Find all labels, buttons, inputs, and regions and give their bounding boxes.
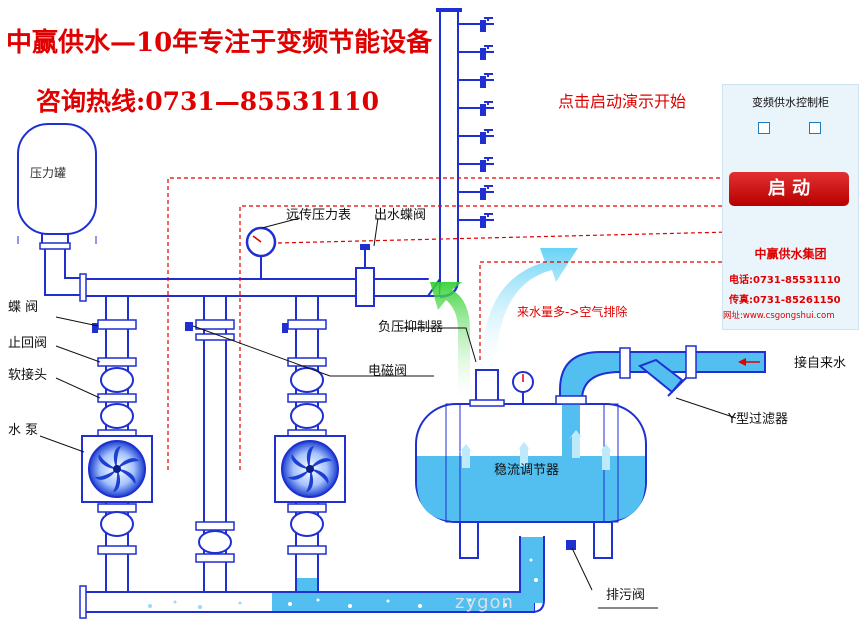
impeller-blade [117, 458, 139, 469]
panel-company-name: 中赢供水集团 [754, 247, 827, 261]
impeller-blade [310, 469, 329, 485]
watermark: zygon [455, 592, 514, 613]
faucet-group [458, 17, 494, 228]
indicator-light-1 [758, 122, 770, 134]
label-inlet: 接自来水 [794, 356, 847, 371]
page-title: 中赢供水—10年专注于变频节能设备 [6, 28, 433, 58]
impeller-blade [98, 453, 117, 469]
start-button[interactable]: 启 动 [729, 172, 849, 206]
tank-connection-pipe [44, 249, 82, 296]
impeller-blade [306, 445, 315, 469]
impeller-hub [306, 465, 314, 473]
control-panel: 变频供水控制柜 启 动 中赢供水集团 电话:0731-85531110 传真:0… [722, 84, 859, 330]
label-air-exhaust: 来水量多->空气排除 [517, 305, 628, 319]
indicator-light-2 [809, 122, 821, 134]
label-check-valve: 止回阀 [8, 336, 48, 351]
control-panel-title: 变频供水控制柜 [752, 96, 829, 109]
faucet-icon [458, 157, 494, 172]
impeller-blade [113, 445, 122, 469]
pump-1 [81, 435, 153, 503]
label-y-filter: Y型过滤器 [728, 412, 788, 427]
label-remote-gauge: 远传压力表 [286, 208, 352, 223]
impeller-blade [288, 469, 310, 480]
faucet-icon [458, 101, 494, 116]
label-solenoid-valve: 电磁阀 [368, 364, 408, 379]
impeller-blade [310, 458, 332, 469]
impeller-blade [305, 469, 314, 493]
label-steady-flow-regulator: 稳流调节器 [494, 463, 560, 478]
faucet-icon [458, 73, 494, 88]
label-drain-valve: 排污阀 [606, 588, 646, 603]
flow-arrows [430, 248, 760, 470]
impeller-hub [113, 465, 121, 473]
label-negative-pressure-suppressor: 负压抑制器 [378, 320, 444, 335]
panel-website: 网址:www.csgongshui.com [723, 311, 835, 321]
demo-hint[interactable]: 点击启动演示开始 [558, 92, 687, 111]
steady-flow-tank [415, 369, 647, 559]
leader-lines [39, 217, 737, 609]
label-pressure-tank: 压力罐 [30, 166, 67, 180]
impeller-blade [117, 469, 136, 485]
impeller-blade [112, 469, 121, 493]
pressure-tank [17, 123, 97, 250]
faucet-icon [458, 129, 494, 144]
water-bubbles [288, 558, 538, 608]
label-butterfly-valve: 蝶 阀 [8, 300, 39, 315]
label-soft-joint: 软接头 [8, 368, 48, 383]
label-outlet-butterfly-valve: 出水蝶阀 [374, 208, 427, 223]
panel-phone: 电话:0731-85531110 [729, 275, 841, 286]
bubbles-before-water [148, 600, 242, 609]
faucet-icon [458, 17, 494, 32]
impeller-blade [291, 453, 310, 469]
faucet-icon [458, 45, 494, 60]
pump-2 [274, 435, 346, 503]
outlet-butterfly-valve [355, 244, 375, 307]
remote-pressure-gauge [245, 226, 277, 279]
label-pump: 水 泵 [8, 423, 39, 438]
pump2-valves [282, 319, 327, 555]
inlet-pipe [555, 345, 766, 458]
impeller-blade [95, 469, 117, 480]
hotline: 咨询热线:0731—85531110 [36, 87, 379, 116]
panel-fax: 传真:0731-85261150 [729, 295, 841, 306]
solenoid-valve-line [185, 319, 235, 563]
faucet-icon [458, 185, 494, 200]
faucet-icon [458, 213, 494, 228]
riser-pipe [427, 8, 462, 298]
signal-lines [167, 177, 731, 470]
pump1-valves [92, 319, 137, 555]
